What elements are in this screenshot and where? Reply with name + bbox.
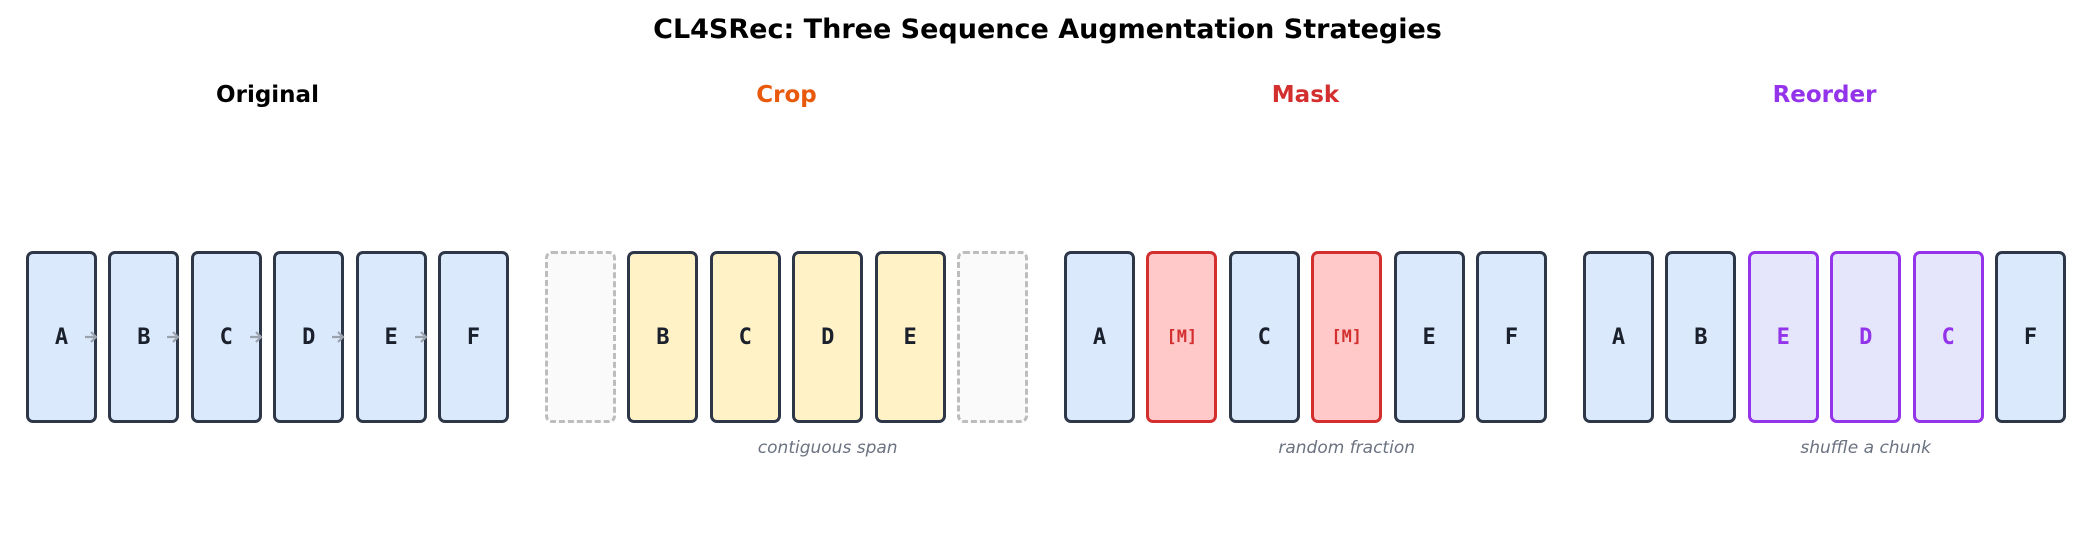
sequence-item-crop-5 xyxy=(957,251,1028,423)
sequence-item-mask-5: F xyxy=(1476,251,1547,423)
panel-title-original: Original xyxy=(216,82,319,108)
caption-mask: random fraction xyxy=(1278,438,1415,458)
sequence-item-reorder-4: C xyxy=(1912,251,1984,423)
sequence-arrow-icon xyxy=(85,331,98,343)
sequence-item-reorder-1: B xyxy=(1665,251,1737,423)
sequence-item-crop-4: E xyxy=(874,251,946,423)
sequence-arrow-icon xyxy=(332,331,345,343)
panel-title-crop: Crop xyxy=(756,82,817,108)
sequence-item-crop-1: B xyxy=(627,251,699,423)
panel-title-mask: Mask xyxy=(1271,82,1340,108)
sequence-item-crop-2: C xyxy=(709,251,781,423)
sequence-item-crop-3: D xyxy=(792,251,864,423)
sequence-item-reorder-2: E xyxy=(1747,251,1819,423)
sequence-arrow-icon xyxy=(414,331,428,343)
sequence-item-mask-1: [M] xyxy=(1146,251,1218,423)
sequence-item-reorder-3: D xyxy=(1830,251,1902,423)
sequence-item-reorder-5: F xyxy=(1995,251,2066,423)
sequence-arrow-icon xyxy=(167,331,180,343)
sequence-item-reorder-0: A xyxy=(1583,251,1654,423)
sequence-item-mask-3: [M] xyxy=(1311,251,1383,423)
sequence-item-crop-0 xyxy=(545,251,616,423)
sequence-item-mask-2: C xyxy=(1228,251,1300,423)
caption-reorder: shuffle a chunk xyxy=(1800,438,1931,458)
diagram-title: CL4SRec: Three Sequence Augmentation Str… xyxy=(653,14,1442,45)
sequence-item-mask-0: A xyxy=(1064,251,1135,423)
caption-crop: contiguous span xyxy=(757,438,898,458)
sequence-arrow-icon xyxy=(249,331,263,343)
sequence-item-mask-4: E xyxy=(1393,251,1465,423)
sequence-item-original-5: F xyxy=(438,251,509,423)
panel-title-reorder: Reorder xyxy=(1772,82,1877,108)
